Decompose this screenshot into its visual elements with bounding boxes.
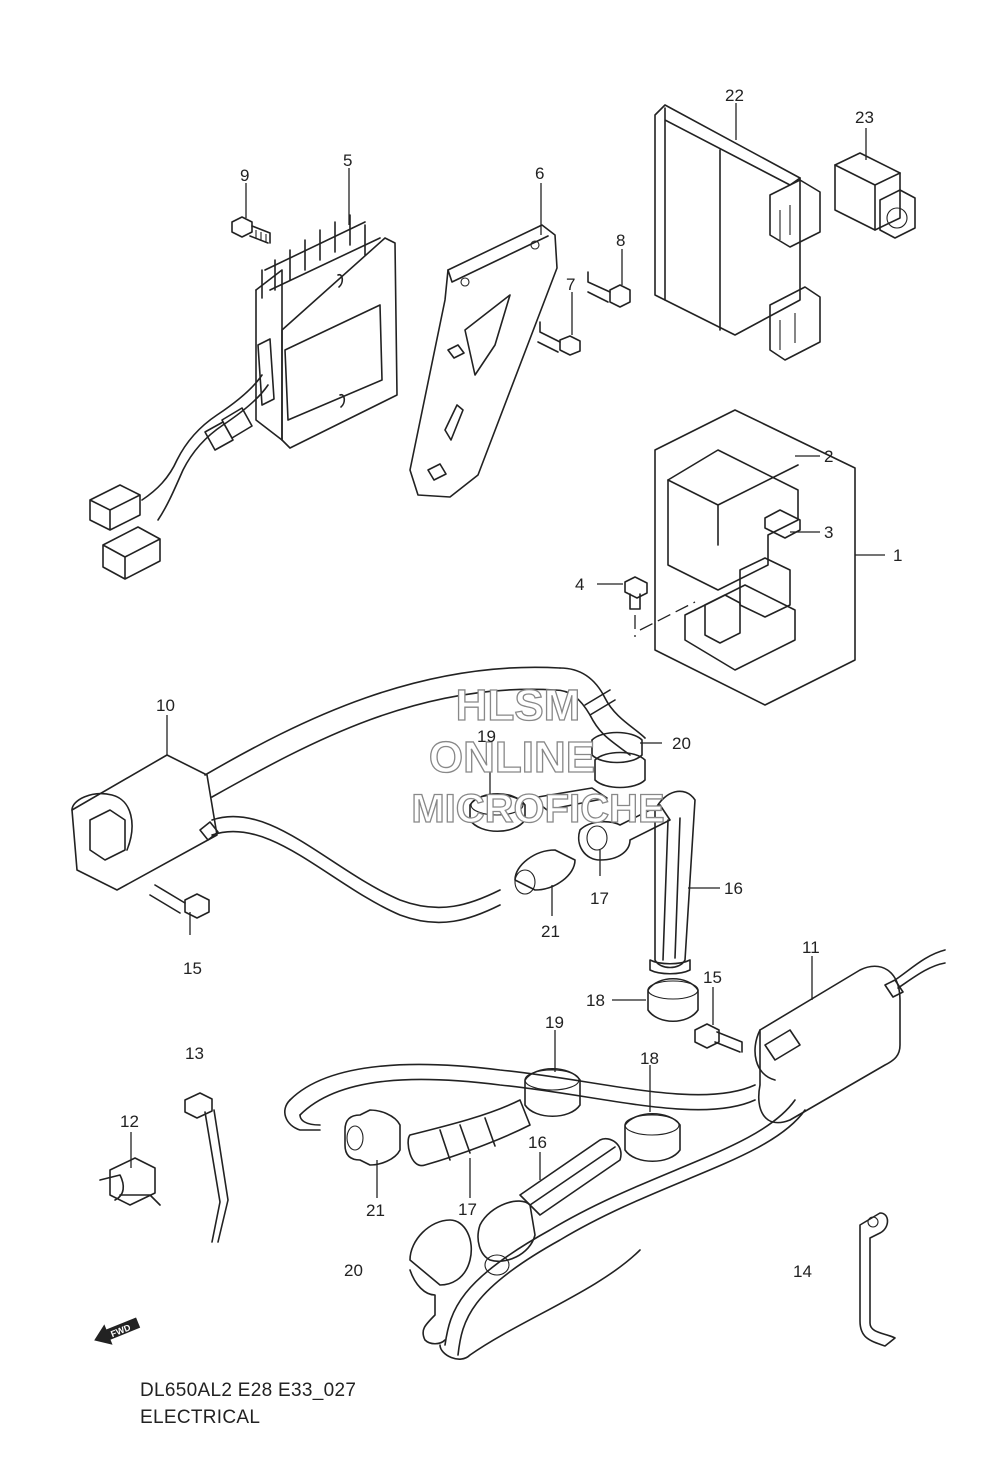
part-17-plug-cap-upper: [531, 787, 671, 861]
callout-labels: 1 2 3 4 5 6 7 8 9 10 11 12 13 14 15 15 1…: [120, 86, 902, 1281]
fwd-label: FWD: [109, 1322, 132, 1339]
part-22-ecm: [654, 104, 821, 361]
callout-8: 8: [616, 231, 625, 250]
part-20-plug-cap-lower: [409, 1219, 472, 1345]
part-16-boot-lower: [477, 1138, 622, 1276]
part-16-boot-upper: [649, 790, 696, 975]
callout-2: 2: [824, 447, 833, 466]
part-14-clamp-strap: [859, 1212, 896, 1347]
callout-11: 11: [802, 938, 820, 957]
part-15-bolt-upper: [149, 884, 210, 919]
callout-13: 13: [185, 1044, 204, 1063]
part-7-bolt: [537, 321, 581, 356]
diagram-title: ELECTRICAL: [140, 1407, 261, 1428]
callout-19-lower: 19: [545, 1013, 564, 1032]
callout-18-lower: 18: [640, 1049, 659, 1068]
callout-5: 5: [343, 151, 352, 170]
watermark-line-2: ONLINE: [429, 733, 595, 782]
part-18-seal-upper: [647, 978, 699, 1022]
callout-9: 9: [240, 166, 249, 185]
part-12-clamp: [99, 1157, 161, 1206]
callout-19-upper: 19: [477, 727, 496, 746]
part-15-bolt-lower: [694, 1023, 743, 1053]
part-21-grommet-upper: [514, 849, 576, 895]
callout-3: 3: [824, 523, 833, 542]
callout-20-upper: 20: [672, 734, 691, 753]
part-17-plug-cap-lower: [407, 1099, 531, 1167]
watermark-line-3: MICROFICHE: [411, 787, 664, 831]
callout-14: 14: [793, 1262, 812, 1281]
callout-18-upper: 18: [586, 991, 605, 1010]
callout-15-upper: 15: [183, 959, 202, 978]
fwd-direction-marker: FWD: [94, 1317, 141, 1345]
callout-4: 4: [575, 575, 584, 594]
callout-21-lower: 21: [366, 1201, 385, 1220]
diagram-model-code: DL650AL2 E28 E33_027: [140, 1380, 357, 1401]
part-20-plug-cap-upper: [554, 667, 646, 789]
callout-7: 7: [566, 275, 575, 294]
callout-12: 12: [120, 1112, 139, 1131]
fwd-arrow-icon: [94, 1317, 141, 1345]
callout-23: 23: [855, 108, 874, 127]
callout-1: 1: [893, 546, 902, 565]
callout-16-upper: 16: [724, 879, 743, 898]
callout-6: 6: [535, 164, 544, 183]
callout-10: 10: [156, 696, 175, 715]
part-19-seal-lower: [524, 1068, 581, 1117]
part-23-connector: [834, 152, 916, 239]
watermark: HLSM ONLINE MICROFICHE: [411, 680, 666, 831]
part-18-seal-lower: [624, 1113, 681, 1162]
part-1-starter-relay-assembly: [639, 409, 856, 706]
part-6-bracket: [409, 224, 558, 498]
callout-22: 22: [725, 86, 744, 105]
callout-15-lower: 15: [703, 968, 722, 987]
part-4-screw: [624, 576, 648, 637]
callout-16-lower: 16: [528, 1133, 547, 1152]
callout-21-upper: 21: [541, 922, 560, 941]
part-11-ignition-coil: [284, 949, 946, 1360]
part-9-bolt: [231, 216, 271, 244]
callout-17-upper: 17: [590, 889, 609, 908]
part-5-regulator: [89, 214, 398, 580]
leader-lines: [130, 103, 885, 1198]
callout-20-lower: 20: [344, 1261, 363, 1280]
watermark-line-1: HLSM: [456, 681, 581, 730]
part-19-seal-upper: [469, 793, 526, 832]
part-8-bolt: [587, 271, 631, 308]
part-13-cable-tie: [184, 1092, 229, 1243]
callout-17-lower: 17: [458, 1200, 477, 1219]
part-21-grommet-lower: [344, 1109, 401, 1166]
